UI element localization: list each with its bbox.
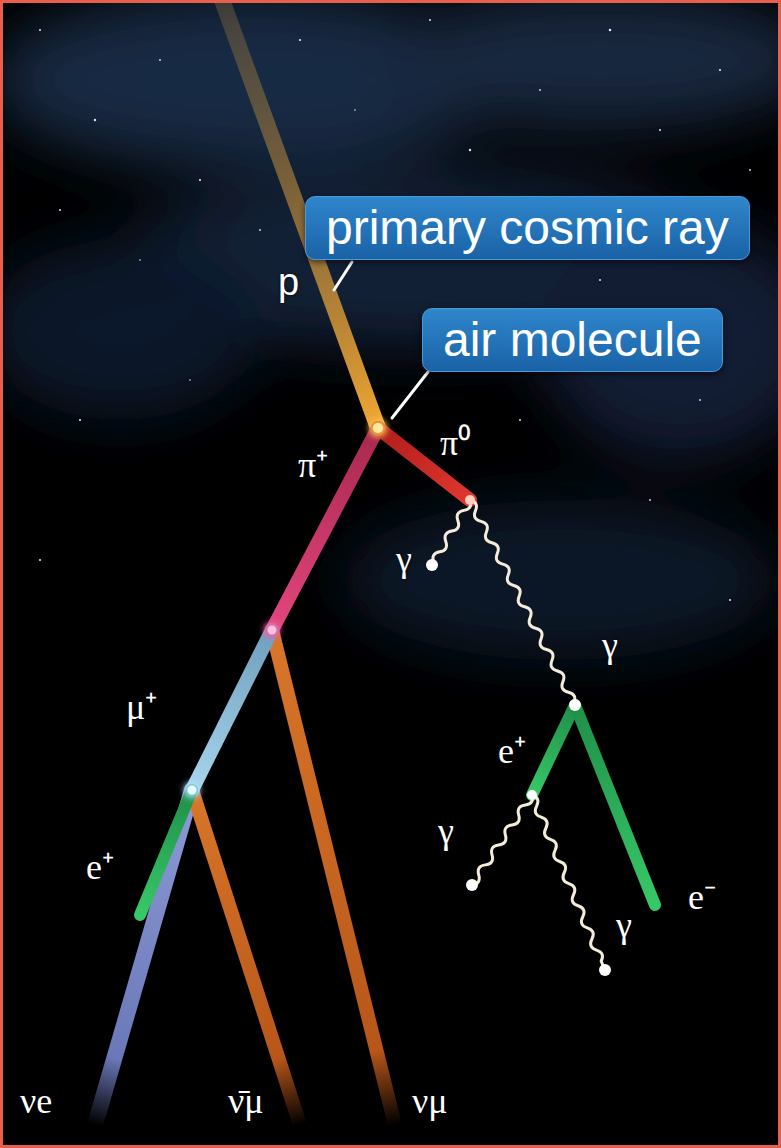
muon-neutrino-track [272,630,395,1125]
positron-track [532,705,575,795]
vertex-glow [184,782,200,798]
particle-label: ν̄μ [228,1082,264,1122]
callout-label: air molecule [443,311,702,369]
muon-track [192,630,272,790]
particle-label: π⁺ [298,446,328,486]
particle-label: e⁻ [688,878,716,918]
particle-label: γ [616,906,632,946]
photon-end-dot [599,964,611,976]
particle-label: γ [602,626,618,666]
vertex-dot [569,699,581,711]
callout-label: primary cosmic ray [326,199,729,257]
vertex-dot [268,626,277,635]
leader-line [334,262,352,290]
particle-label: π⁰ [440,424,471,464]
vertex-glow [369,419,387,437]
callout-box: primary cosmic ray [305,196,750,260]
particle-label: γ [396,540,412,580]
particle-label: p [278,262,299,304]
particle-label: νμ [412,1082,448,1122]
particle-label: e⁺ [86,848,114,888]
electron-track [575,705,655,905]
leader-line [392,372,428,418]
vertex-dot [188,786,197,795]
positron-track [140,790,192,915]
photon-line [467,498,578,706]
photon-end-dot [426,559,438,571]
particle-label: γ [438,812,454,852]
photon-line [529,794,608,972]
vertex-dot [373,423,383,433]
vertex-dot [527,790,537,800]
photon-line [429,498,473,566]
muon-antineutrino-track [192,790,300,1125]
electron-neutrino-track [95,790,192,1125]
photon-end-dot [466,879,478,891]
particle-label: e⁺ [498,732,526,772]
pion-plus-track [272,428,378,630]
particle-label: μ⁺ [126,688,157,728]
vertex-dot [465,495,475,505]
vertex-glow [264,622,280,638]
particle-label: νe [20,1082,52,1122]
photon-line [469,793,535,887]
callout-box: air molecule [422,308,723,372]
